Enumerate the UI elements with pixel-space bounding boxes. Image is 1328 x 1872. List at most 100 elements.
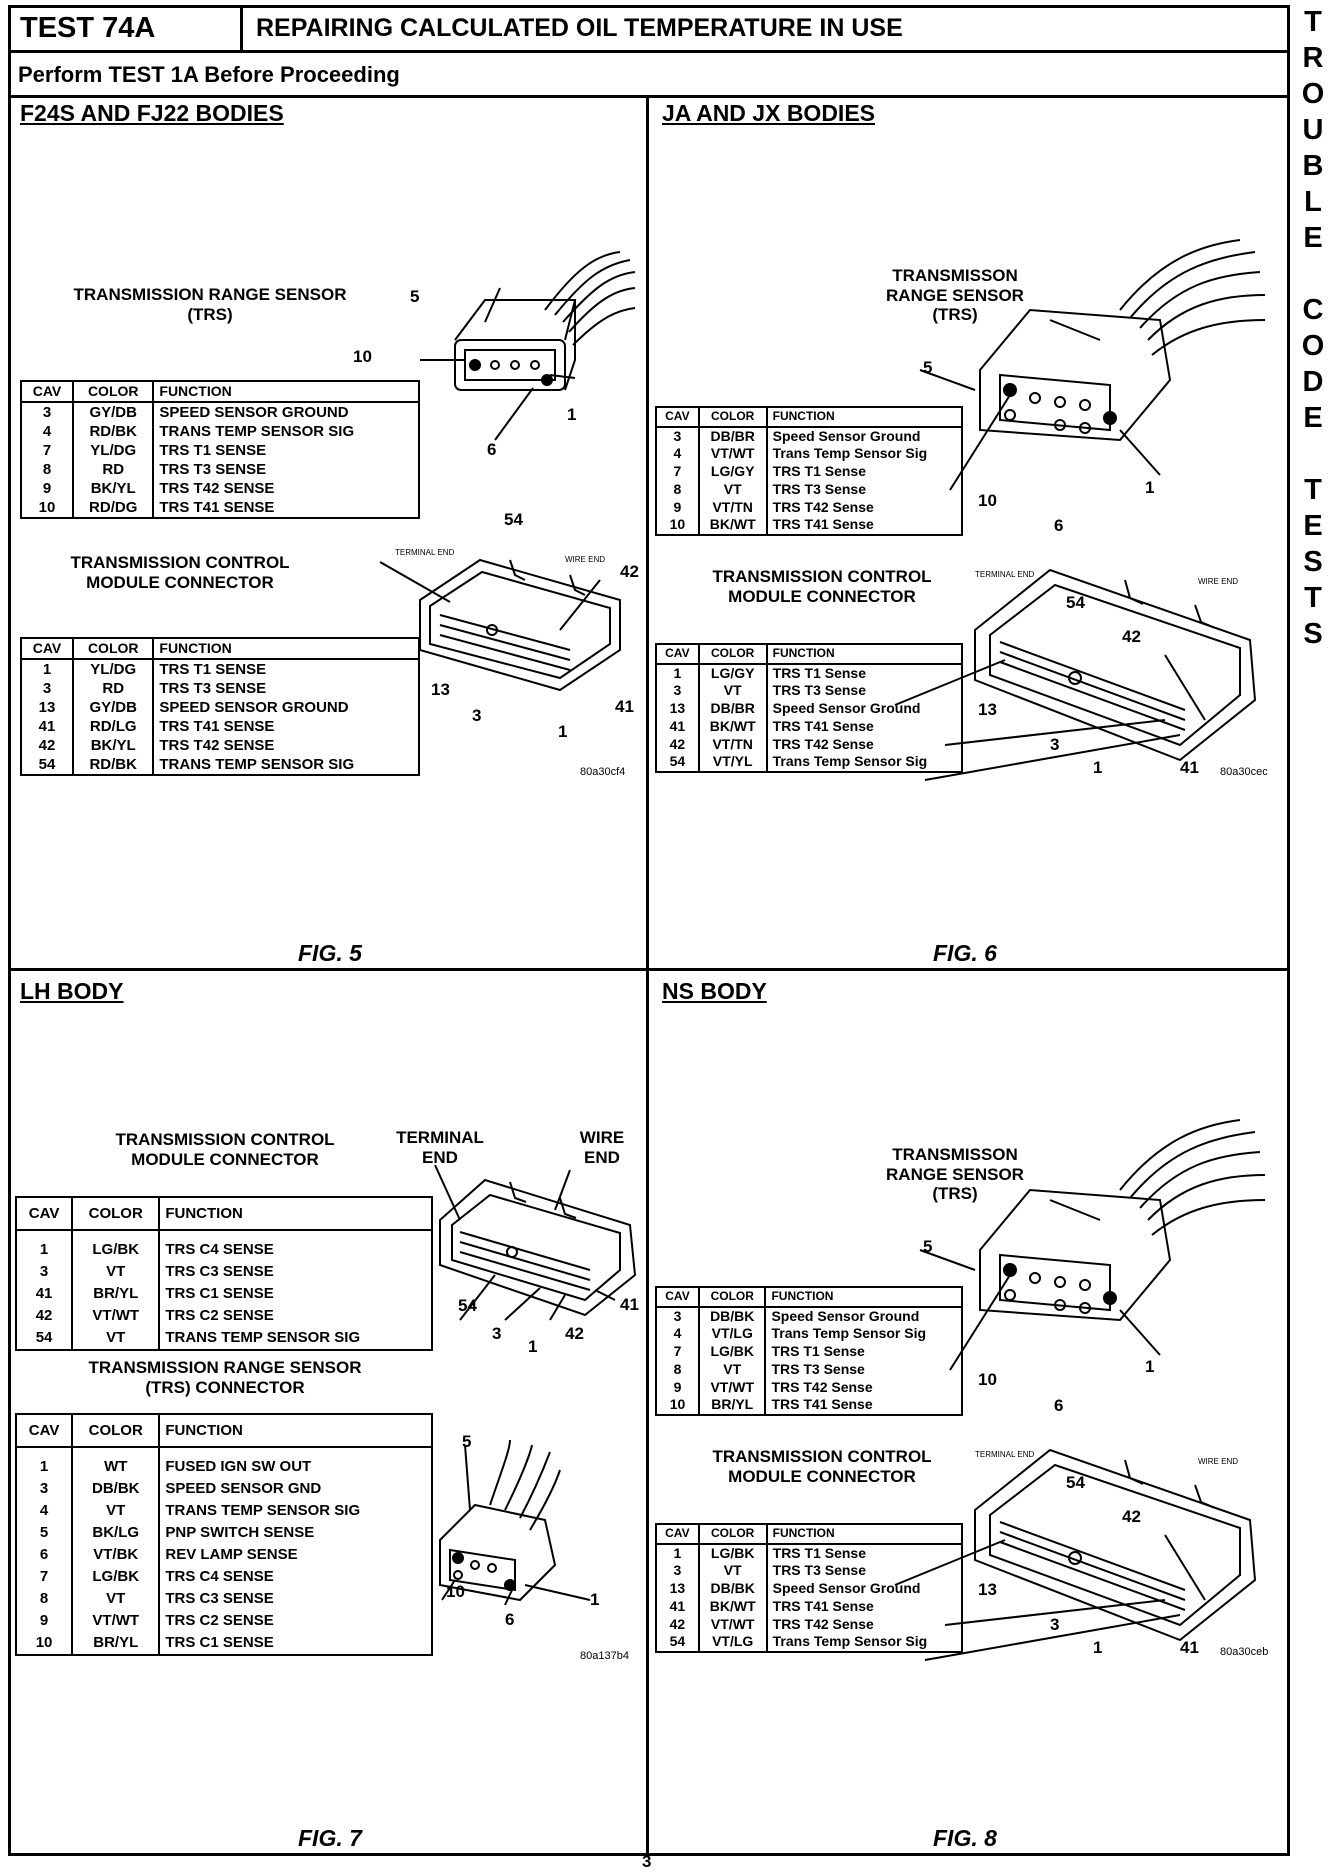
function-cell: Speed Sensor Ground	[765, 1580, 962, 1598]
cav-cell: 42	[38, 737, 56, 754]
q4-trs-connector-drawing	[919, 1119, 1266, 1371]
column-header: FUNCTION	[764, 1287, 962, 1308]
q4-tcm-connector-drawing	[894, 1448, 1257, 1661]
column-header: CAV	[656, 1524, 699, 1545]
center-divider	[646, 95, 649, 1856]
side-letter: O	[1301, 78, 1325, 110]
color-cell: VT/YL	[697, 753, 767, 772]
cav-cell: 13	[669, 1580, 686, 1597]
q2-terminal-end: TERMINAL END	[975, 570, 1035, 579]
color-cell: GY/DB	[72, 402, 154, 422]
side-letter: D	[1302, 366, 1324, 398]
function-cell: TRS T41 SENSE	[152, 498, 419, 518]
color-cell: DB/BR	[697, 426, 767, 446]
function-cell: TRANS TEMP SENSOR SIG	[152, 422, 419, 441]
test-number: TEST 74A	[20, 12, 156, 44]
color-cell: BR/YL	[697, 1396, 766, 1415]
cav-cell: 4	[39, 1502, 49, 1519]
cav-cell: 42	[669, 1615, 686, 1632]
column-header: COLOR	[697, 1524, 767, 1545]
function-cell: TRS T42 Sense	[765, 498, 962, 517]
q4-title: NS BODY	[662, 978, 767, 1004]
test-title: REPAIRING CALCULATED OIL TEMPERATURE IN …	[256, 14, 903, 42]
color-cell: GY/DB	[72, 698, 154, 717]
color-cell: DB/BK	[697, 1306, 766, 1326]
column-header: CAV	[16, 1197, 73, 1231]
side-letter: T	[1304, 582, 1322, 614]
cav-cell: 41	[669, 717, 686, 734]
column-header: FUNCTION	[765, 644, 962, 665]
function-cell: TRS T42 Sense	[765, 1615, 962, 1634]
side-letter: E	[1303, 222, 1323, 254]
q2-trs-pin-5: 5	[923, 358, 933, 377]
function-cell: PNP SWITCH SENSE	[158, 1522, 432, 1544]
color-cell: VT	[697, 682, 767, 701]
cav-cell: 42	[669, 735, 686, 752]
q1-tcm-pin-3: 3	[472, 706, 482, 725]
function-cell: TRS T42 SENSE	[152, 479, 419, 498]
cav-cell: 13	[38, 699, 56, 716]
function-cell: TRS T3 SENSE	[152, 460, 419, 479]
color-cell: VT	[697, 1360, 766, 1379]
q1-trs-pin-10: 10	[353, 347, 372, 366]
q1-wire-end: WIRE END	[565, 555, 605, 564]
cav-cell: 5	[39, 1524, 49, 1541]
color-cell: BK/WT	[697, 1597, 767, 1616]
cav-cell: 10	[669, 516, 686, 533]
color-cell: LG/BK	[71, 1566, 160, 1588]
perform-note: Perform TEST 1A Before Proceeding	[18, 62, 400, 87]
q2-trs-pin-6: 6	[1054, 516, 1064, 535]
cav-cell: 9	[42, 480, 52, 497]
color-cell: VT/TN	[697, 735, 767, 754]
cav-cell: 1	[673, 664, 682, 681]
cav-cell: 8	[39, 1590, 49, 1607]
cav-cell: 3	[39, 1480, 49, 1497]
cav-cell: 3	[39, 1263, 49, 1280]
cav-cell: 8	[673, 480, 682, 497]
color-cell: RD	[72, 679, 154, 698]
q1-tcm-pin-41: 41	[615, 697, 634, 716]
function-cell: TRS T1 Sense	[765, 463, 962, 481]
q3-tcm-pin-42: 42	[565, 1324, 584, 1343]
q4-tcm-pin-41: 41	[1180, 1638, 1199, 1657]
cav-cell: 41	[38, 718, 56, 735]
column-header: FUNCTION	[152, 638, 419, 660]
column-header: FUNCTION	[765, 407, 962, 428]
q1-figure-code: 80a30cf4	[580, 766, 626, 778]
q2-tcm-heading: TRANSMISSION CONTROL MODULE CONNECTOR	[712, 567, 932, 606]
cav-cell: 9	[39, 1612, 49, 1629]
side-letter: R	[1302, 42, 1324, 74]
q3-trs-pin-10: 10	[446, 1582, 465, 1601]
color-cell: VT/WT	[697, 445, 767, 464]
cav-cell: 8	[42, 461, 52, 478]
q3-terminal-end-label: TERMINAL END	[396, 1128, 484, 1167]
side-letter: E	[1303, 510, 1323, 542]
function-cell: TRS T42 Sense	[765, 735, 962, 754]
function-cell: TRS T1 Sense	[764, 1343, 962, 1361]
color-cell: BR/YL	[71, 1283, 160, 1305]
column-header: FUNCTION	[765, 1524, 962, 1545]
color-cell: WT	[71, 1447, 160, 1478]
side-letter: U	[1302, 114, 1324, 146]
